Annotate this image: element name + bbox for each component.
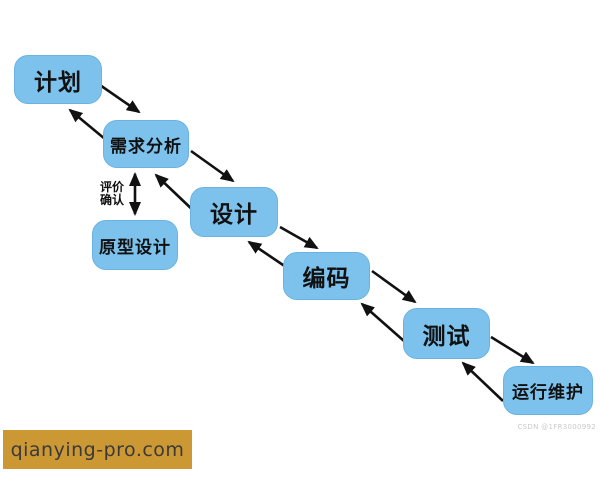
arrow-coding-to-design — [247, 240, 287, 269]
node-plan: 计划 — [14, 55, 102, 104]
node-requirements-analysis-label: 需求分析 — [110, 136, 182, 157]
arrow-design-to-coding — [279, 225, 319, 250]
arrow-maintenance-to-testing — [461, 361, 504, 402]
node-design: 设计 — [190, 187, 278, 237]
node-operation-maintenance-label: 运行维护 — [512, 383, 584, 403]
node-testing-label: 测试 — [422, 323, 471, 350]
node-prototype-design: 原型设计 — [92, 220, 178, 270]
node-coding-label: 编码 — [302, 266, 351, 292]
node-operation-maintenance: 运行维护 — [503, 366, 593, 415]
node-requirements-analysis: 需求分析 — [103, 120, 189, 168]
evaluation-confirm-label: 评价 确认 — [100, 181, 134, 207]
node-prototype-design-label: 原型设计 — [99, 237, 171, 258]
arrow-coding-to-testing — [371, 269, 417, 304]
node-coding: 编码 — [283, 252, 370, 300]
node-testing: 测试 — [403, 308, 490, 359]
arrow-testing-to-maintenance — [490, 335, 535, 365]
site-watermark-text: qianying-pro.com — [10, 438, 185, 461]
evaluation-confirm-line2: 确认 — [100, 193, 125, 207]
csdn-watermark: CSDN @1FR3000992 — [517, 423, 596, 431]
arrow-plan-to-requirements — [96, 81, 141, 114]
node-design-label: 设计 — [210, 202, 258, 228]
site-watermark: qianying-pro.com — [3, 430, 192, 469]
arrow-testing-to-coding — [360, 302, 405, 342]
arrow-requirements-to-design — [190, 149, 235, 183]
node-plan-label: 计划 — [34, 69, 82, 96]
evaluation-confirm-line1: 评价 — [100, 180, 125, 194]
